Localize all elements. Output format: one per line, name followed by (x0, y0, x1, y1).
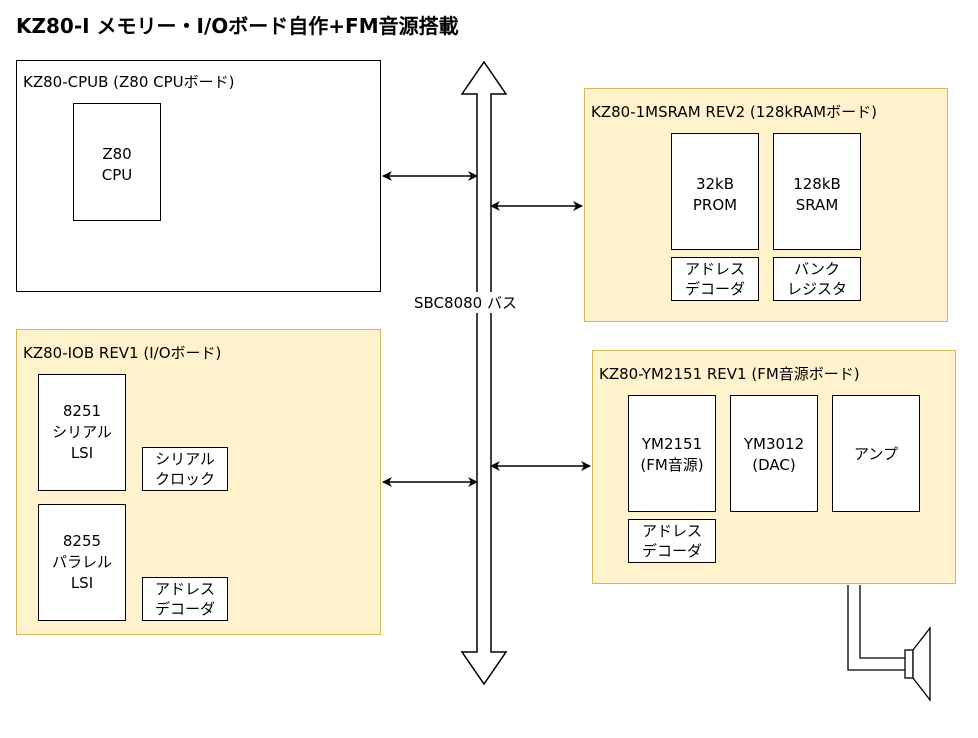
board-ym2151: KZ80-YM2151 REV1 (FM音源ボード) YM2151 (FM音源)… (592, 350, 956, 584)
board-ym2151-label: KZ80-YM2151 REV1 (FM音源ボード) (599, 365, 860, 383)
board-cpub: KZ80-CPUB (Z80 CPUボード) Z80 CPU (16, 60, 381, 292)
chip-8255-parallel: 8255 パラレル LSI (38, 504, 126, 621)
page-title: KZ80-I メモリー・I/Oボード自作+FM音源搭載 (16, 14, 459, 38)
iob-address-decoder: アドレス デコーダ (142, 577, 228, 621)
bus-label: SBC8080 バス (412, 292, 519, 313)
msram-bank-register: バンク レジスタ (773, 257, 861, 301)
speaker-icon (904, 626, 931, 702)
speaker-cable (847, 585, 905, 671)
serial-clock: シリアル クロック (142, 447, 228, 491)
amplifier: アンプ (832, 395, 920, 512)
chip-prom: 32kB PROM (671, 133, 759, 250)
chip-8251-serial: 8251 シリアル LSI (38, 374, 126, 491)
bus-arrow (460, 60, 508, 686)
msram-address-decoder: アドレス デコーダ (671, 257, 759, 301)
chip-sram: 128kB SRAM (773, 133, 861, 250)
board-iob-label: KZ80-IOB REV1 (I/Oボード) (23, 344, 222, 362)
chip-ym2151: YM2151 (FM音源) (628, 395, 716, 512)
chip-z80-cpu: Z80 CPU (73, 103, 161, 221)
chip-ym3012: YM3012 (DAC) (730, 395, 818, 512)
board-msram-label: KZ80-1MSRAM REV2 (128kRAMボード) (591, 103, 877, 121)
ym-address-decoder: アドレス デコーダ (628, 519, 716, 563)
board-iob: KZ80-IOB REV1 (I/Oボード) 8251 シリアル LSI シリア… (16, 329, 381, 635)
board-cpub-label: KZ80-CPUB (Z80 CPUボード) (23, 73, 235, 91)
board-msram: KZ80-1MSRAM REV2 (128kRAMボード) 32kB PROM … (584, 88, 948, 322)
